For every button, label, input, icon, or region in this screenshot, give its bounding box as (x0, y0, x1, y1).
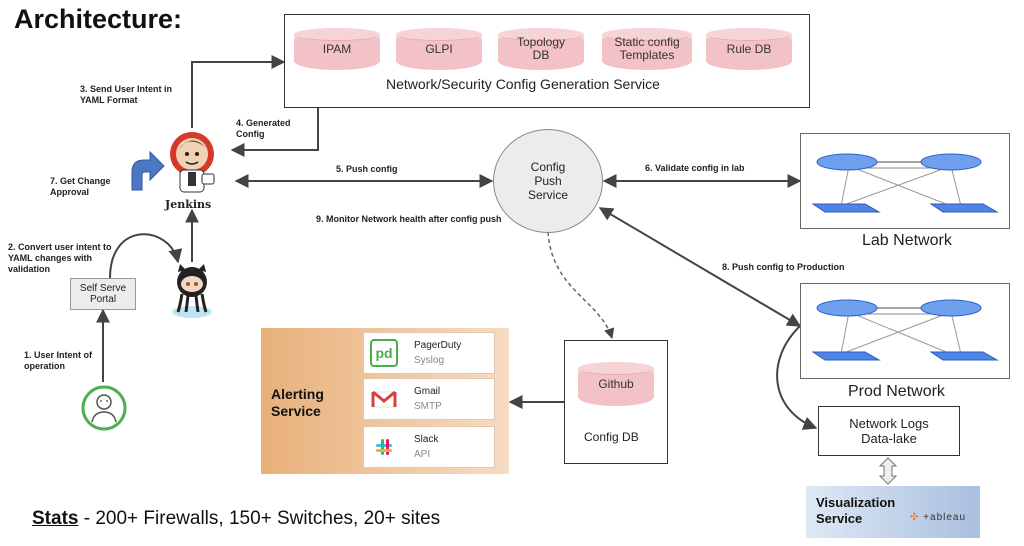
config-push-service-label: Config Push Service (527, 160, 568, 202)
slack-icon (376, 439, 392, 455)
approval-loop-icon (131, 150, 165, 191)
visualization-service: Visualization Service ✣ +ableau (806, 486, 980, 538)
network-logs-datalake: Network Logs Data-lake (818, 406, 960, 456)
prod-network-diagram (811, 299, 999, 361)
slack-protocol: API (414, 449, 431, 460)
step-7-label: 7. Get Change Approval (50, 176, 111, 197)
jenkins-label: Jenkins (165, 198, 212, 211)
db-rule: Rule DB (706, 28, 792, 70)
db-static-config-templates: Static config Templates (602, 28, 692, 70)
gmail-row: Gmail SMTP (363, 378, 495, 420)
pagerduty-row: pd PagerDuty Syslog (363, 332, 495, 374)
github-octocat-icon (172, 264, 212, 318)
step-9-label: 9. Monitor Network health after config p… (316, 214, 502, 224)
prod-network (800, 283, 1010, 379)
alerting-service: Alerting Service pd PagerDuty Syslog Gma… (261, 328, 509, 474)
svg-text:pd: pd (375, 345, 392, 361)
gmail-name: Gmail (414, 386, 441, 397)
lab-network-diagram (811, 153, 999, 213)
self-serve-portal-label: Self Serve Portal (79, 283, 127, 305)
config-db-label: Config DB (584, 430, 639, 444)
self-serve-portal[interactable]: Self Serve Portal (70, 278, 136, 310)
config-service-label: Network/Security Config Generation Servi… (386, 76, 660, 92)
pagerduty-icon: pd (370, 339, 398, 367)
config-push-service: Config Push Service (493, 129, 603, 233)
db-topology: Topology DB (498, 28, 584, 70)
step-6-label: 6. Validate config in lab (645, 163, 745, 173)
prod-network-label: Prod Network (848, 383, 945, 400)
step-2-label: 2. Convert user intent to YAML changes w… (8, 242, 112, 274)
gmail-protocol: SMTP (414, 401, 442, 412)
gmail-icon (371, 390, 397, 408)
alerting-label: Alerting Service (271, 386, 324, 419)
slack-row: Slack API (363, 426, 495, 468)
stats-text: - 200+ Firewalls, 150+ Switches, 20+ sit… (78, 508, 441, 529)
tableau-brand: +ableau (923, 512, 967, 523)
lab-network (800, 133, 1010, 229)
db-glpi: GLPI (396, 28, 482, 70)
slack-name: Slack (414, 434, 439, 445)
step-1-label: 1. User Intent of operation (24, 350, 93, 371)
step-4-label: 4. Generated Config (236, 118, 291, 139)
pagerduty-protocol: Syslog (414, 355, 445, 366)
visualization-label: Visualization Service (816, 495, 896, 526)
network-logs-label: Network Logs Data-lake (849, 416, 929, 446)
tableau-logo: ✣ +ableau (910, 512, 966, 523)
step-8-label: 8. Push config to Production (722, 262, 845, 272)
github-db: Github (578, 362, 654, 406)
page-title: Architecture: (14, 4, 183, 34)
user-avatar-icon (81, 385, 127, 431)
stats-heading: Stats (32, 508, 79, 529)
step-3-label: 3. Send User Intent in YAML Format (80, 84, 173, 105)
db-ipam: IPAM (294, 28, 380, 70)
stats-line: Stats - 200+ Firewalls, 150+ Switches, 2… (32, 508, 440, 530)
lab-network-label: Lab Network (862, 232, 952, 249)
tableau-mark-icon: ✣ (910, 512, 920, 523)
pagerduty-name: PagerDuty (414, 340, 462, 351)
step-5-label: 5. Push config (336, 164, 398, 174)
jenkins-icon (170, 132, 215, 193)
